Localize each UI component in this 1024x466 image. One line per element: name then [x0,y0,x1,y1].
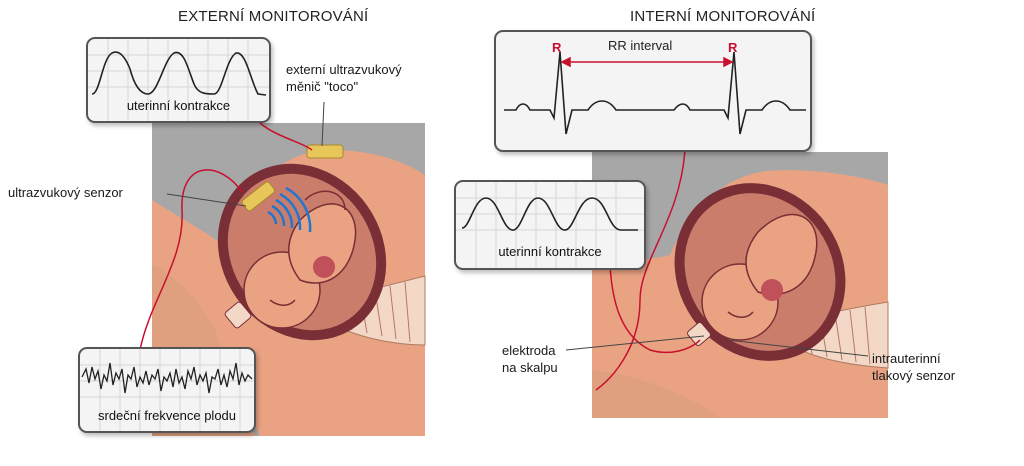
internal-monitoring-title: INTERNÍ MONITOROVÁNÍ [630,8,816,25]
pressure-pointer [727,339,869,357]
heart-rate-trace [80,349,254,431]
ecg-trace [504,51,806,135]
electrode-label-line1: elektroda [502,343,556,358]
pressure-wire [609,264,701,354]
mother-thigh-internal [592,370,720,418]
ultrasound-sensor-label: ultrazvukový senzor [8,185,123,200]
ultrasound-sensor [241,181,275,212]
toco-transducer [306,144,344,159]
electrode-wire [595,149,686,391]
toco-label: externí ultrazvukový měnič "toco" [286,61,402,95]
sensor-pointer [166,193,247,207]
ultrasound-waves [267,186,312,233]
electrode-label: elektroda na skalpu [502,342,558,376]
rr-interval-arrow [560,56,734,68]
contraction-panel-external: uterinní kontrakce [86,37,271,123]
contraction-trace-internal [456,182,644,268]
pressure-label-line1: intrauterinní [872,351,941,366]
sensor-wire [139,169,243,351]
ecg-panel: R R RR interval [494,30,812,152]
contraction-panel-internal: uterinní kontrakce [454,180,646,270]
toco-label-line2: měnič "toco" [286,79,359,94]
cervix-internal [687,322,711,346]
external-monitoring-illustration [139,101,426,436]
cervix [224,301,252,329]
pressure-label-line2: tlakový senzor [872,368,956,383]
rr-interval-label: RR interval [608,38,673,53]
heart-rate-panel: srdeční frekvence plodu [78,347,256,433]
pressure-sensor-label: intrauterinní tlakový senzor [872,350,955,384]
contraction-trace-external [88,39,269,121]
toco-label-line1: externí ultrazvukový [286,62,402,77]
fetus-internal [701,213,818,341]
contraction-caption-external: uterinní kontrakce [126,98,231,113]
toco-pointer [321,101,325,147]
heart-rate-caption: srdeční frekvence plodu [97,408,237,423]
r-peak-right-label: R [728,40,738,55]
external-monitoring-title: EXTERNÍ MONITOROVÁNÍ [178,8,369,25]
electrode-pointer [565,335,705,351]
r-peak-left-label: R [552,40,562,55]
electrode-label-line2: na skalpu [502,360,558,375]
fetus [243,190,357,329]
contraction-caption-internal: uterinní kontrakce [498,244,602,259]
